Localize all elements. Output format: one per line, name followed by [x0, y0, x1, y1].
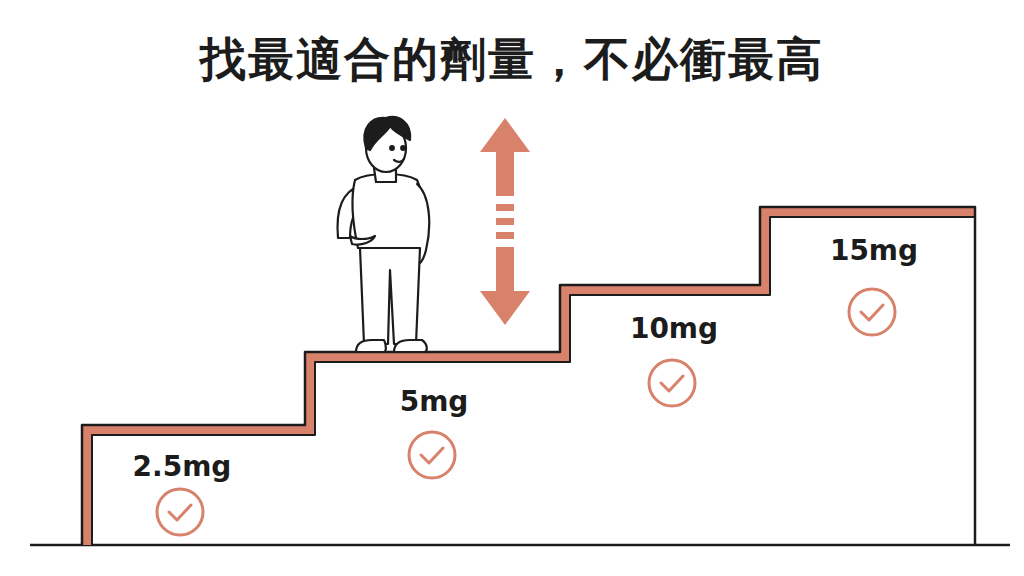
title-heading: 找最適合的劑量，不必衝最高: [200, 29, 824, 91]
height-arrow: [480, 118, 530, 325]
dose-label: 10mg: [630, 312, 718, 345]
dose-label: 15mg: [830, 234, 918, 267]
dose-label: 5mg: [400, 385, 469, 418]
stair-outline: [82, 207, 975, 545]
stair-inner-line: [92, 217, 975, 545]
dose-label: 2.5mg: [133, 450, 232, 483]
stair-band: [82, 207, 975, 545]
check-marks: [157, 289, 895, 535]
person-figure: [338, 117, 430, 352]
ground-line: [30, 544, 1010, 547]
